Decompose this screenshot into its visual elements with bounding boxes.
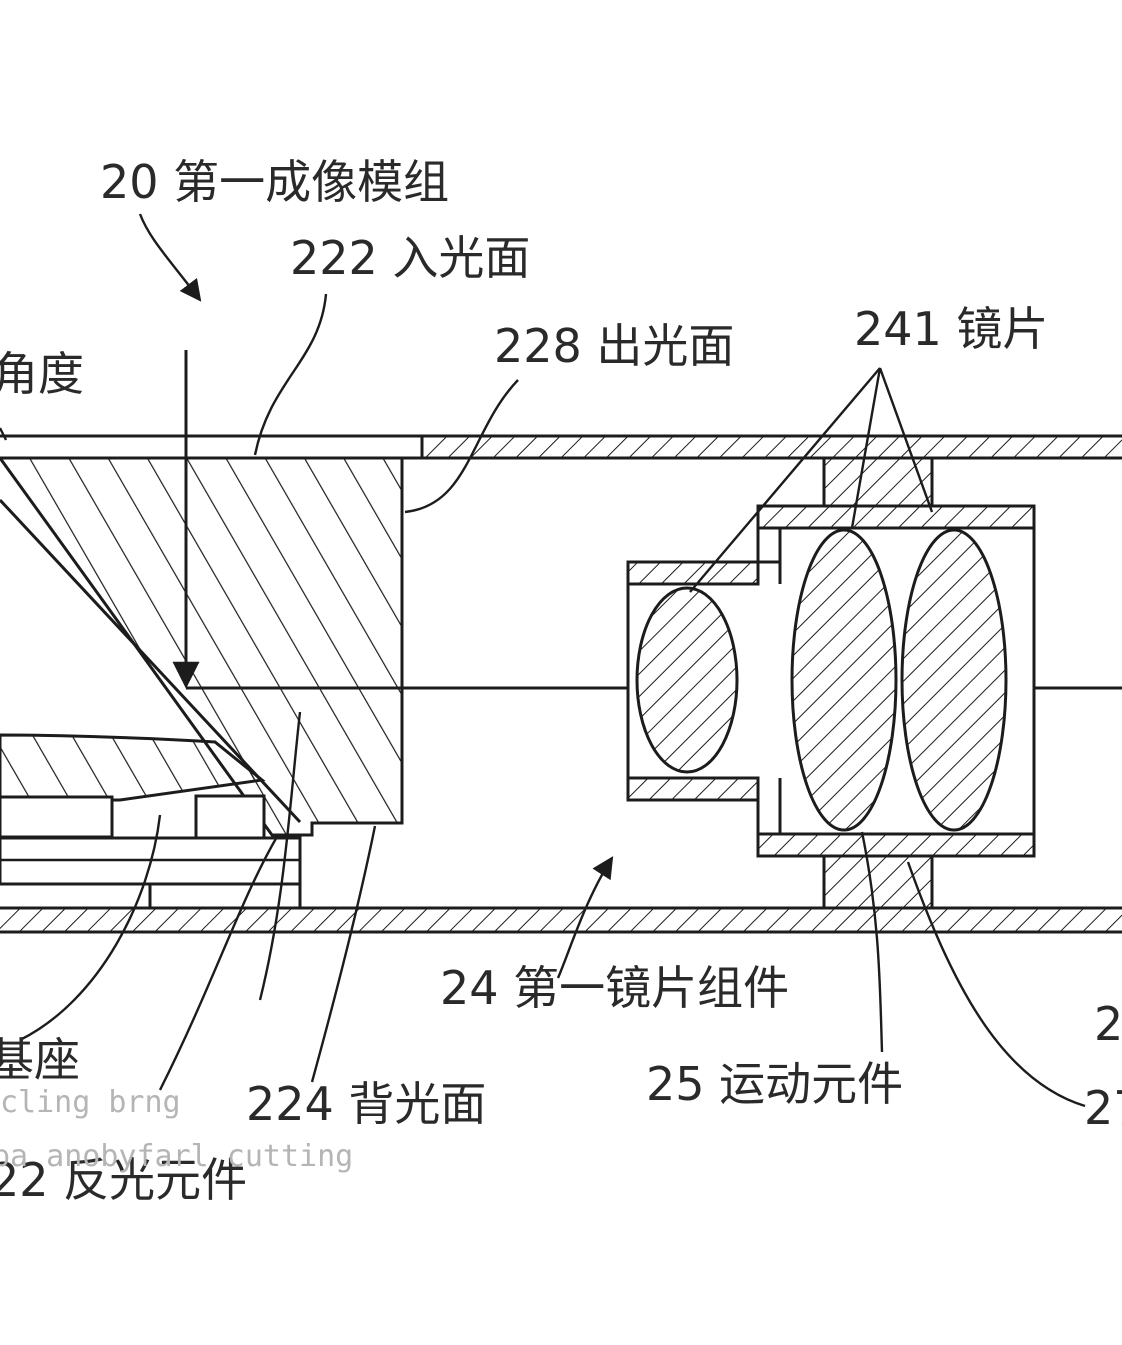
label-angle-partial: 角度 bbox=[0, 347, 84, 401]
lens-element-3 bbox=[900, 528, 1008, 832]
label-entry-face: 222 入光面 bbox=[290, 231, 530, 285]
housing-bottom-wall bbox=[0, 906, 1122, 934]
housing-top-wall bbox=[0, 434, 1122, 460]
reflector-prism bbox=[0, 456, 404, 837]
label-right-partial-bottom: 27 bbox=[1084, 1081, 1122, 1135]
label-reflector-partial: 22 反光元件 bbox=[0, 1153, 247, 1207]
label-lens: 241 镜片 bbox=[854, 302, 1048, 356]
label-lens-assembly: 24 第一镜片组件 bbox=[440, 961, 789, 1015]
lens-element-2 bbox=[790, 528, 898, 832]
label-right-partial-top: 2 bbox=[1094, 997, 1122, 1051]
label-base-partial: 基座 bbox=[0, 1033, 80, 1087]
label-exit-face: 228 出光面 bbox=[494, 319, 734, 373]
leader-lines bbox=[0, 213, 1086, 1108]
lens-element-1 bbox=[635, 586, 739, 774]
watermark-line-1: cling brng bbox=[0, 1085, 181, 1120]
sensor-base bbox=[0, 794, 302, 910]
watermark-line-2: pa anobyfarl cutting bbox=[0, 1139, 353, 1174]
label-moving-element: 25 运动元件 bbox=[646, 1057, 903, 1111]
label-back-face: 224 背光面 bbox=[246, 1077, 486, 1131]
label-module: 20 第一成像模组 bbox=[100, 155, 449, 209]
